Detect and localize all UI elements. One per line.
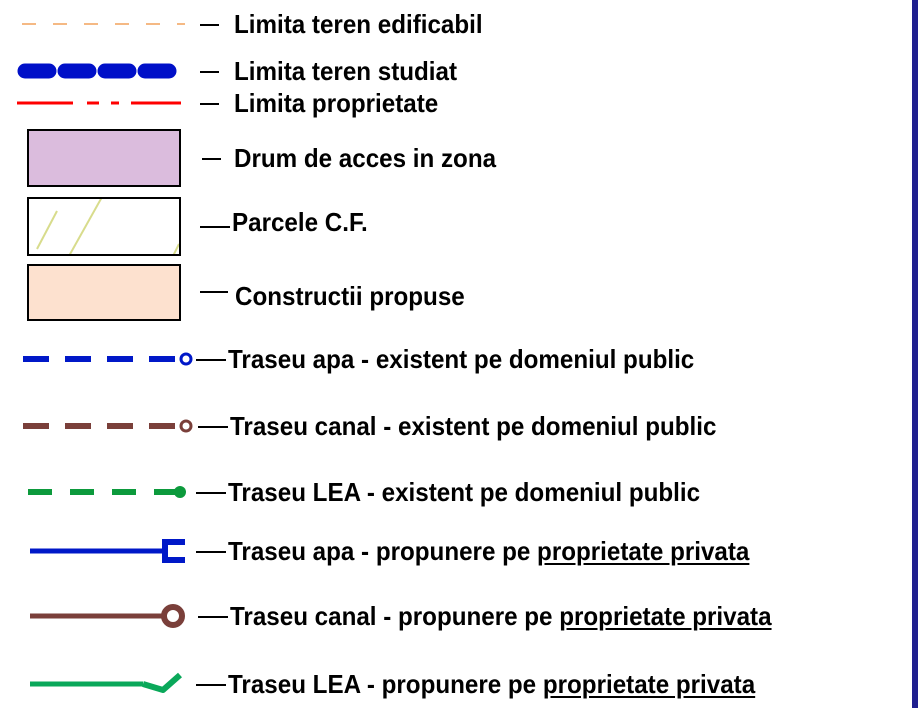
leader-dash bbox=[200, 24, 219, 26]
legend-label: Traseu canal - existent pe domeniul publ… bbox=[230, 411, 717, 441]
leader-dash bbox=[200, 226, 230, 228]
leader-dash bbox=[200, 291, 228, 293]
legend-label: Traseu apa - propunere pe proprietate pr… bbox=[228, 536, 750, 566]
legend-label: Limita proprietate bbox=[234, 88, 439, 118]
blue-dashed-water-line-symbol bbox=[23, 352, 193, 366]
leader-dash bbox=[196, 551, 226, 553]
legend-label: Drum de acces in zona bbox=[234, 143, 497, 173]
blue-solid-water-line-symbol bbox=[30, 539, 185, 563]
leader-dash bbox=[196, 359, 226, 361]
hatched-parcel-swatch bbox=[27, 197, 181, 256]
leader-dash bbox=[198, 616, 228, 618]
legend-label: Limita teren studiat bbox=[234, 56, 458, 86]
brown-dashed-sewer-line-symbol bbox=[23, 419, 193, 433]
green-dashed-power-line-symbol bbox=[28, 486, 186, 498]
orange-dashed-line-symbol bbox=[22, 23, 185, 25]
peach-fill-swatch bbox=[27, 264, 181, 321]
leader-dash bbox=[202, 158, 221, 160]
right-border bbox=[912, 0, 918, 708]
green-solid-power-line-symbol bbox=[30, 672, 182, 693]
legend-label: Limita teren edificabil bbox=[234, 9, 483, 39]
legend-label: Parcele C.F. bbox=[232, 207, 368, 237]
red-dash-dot-line-symbol bbox=[17, 101, 181, 105]
legend-label: Traseu LEA - existent pe domeniul public bbox=[228, 477, 701, 507]
legend-label: Constructii propuse bbox=[235, 281, 465, 311]
leader-dash bbox=[200, 103, 219, 105]
legend-label: Traseu LEA - propunere pe proprietate pr… bbox=[228, 669, 756, 699]
leader-dash bbox=[196, 684, 226, 686]
leader-dash bbox=[198, 426, 228, 428]
leader-dash bbox=[200, 71, 219, 73]
legend-label: Traseu apa - existent pe domeniul public bbox=[228, 344, 695, 374]
blue-bold-dashed-line-symbol bbox=[17, 63, 190, 79]
leader-dash bbox=[196, 492, 226, 494]
purple-fill-swatch bbox=[27, 129, 181, 187]
legend-label: Traseu canal - propunere pe proprietate … bbox=[230, 601, 772, 631]
brown-solid-sewer-line-symbol bbox=[30, 604, 185, 628]
